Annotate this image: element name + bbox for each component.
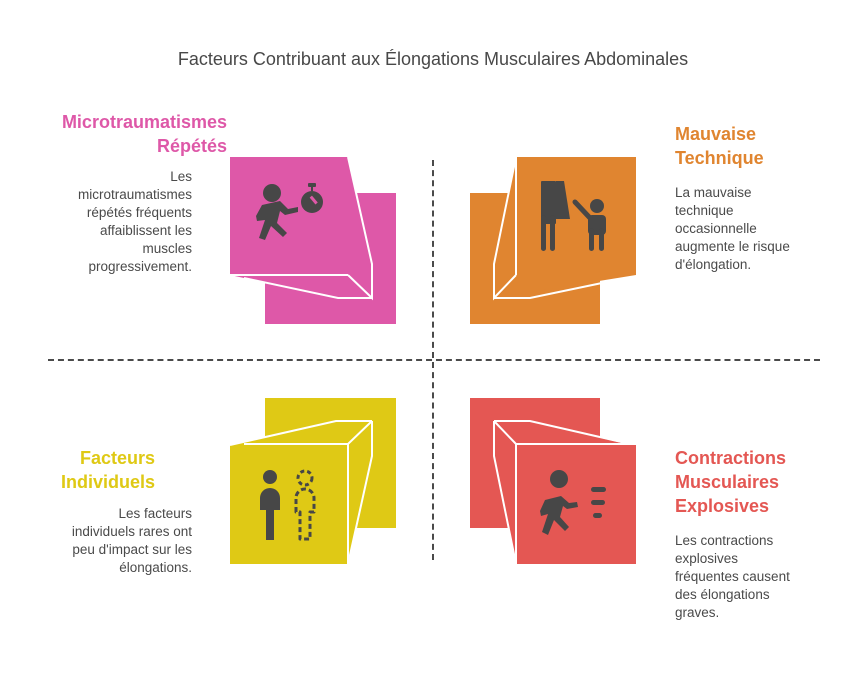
running-person-stopwatch-icon <box>256 183 323 240</box>
desc-line: Les facteurs <box>118 506 192 521</box>
horizontal-divider <box>48 359 820 361</box>
box-facteurs-individuels <box>229 398 396 565</box>
heading-line: Microtraumatismes <box>61 112 227 132</box>
desc-line: affaiblissent les <box>99 223 192 238</box>
desc-line: Les contractions <box>675 533 774 548</box>
desc-microtraumatismes: Les microtraumatismes répétés fréquents … <box>30 168 192 276</box>
desc-line: explosives <box>675 551 739 566</box>
heading-line: Technique <box>675 148 764 168</box>
desc-line: élongations. <box>119 560 192 575</box>
desc-line: technique <box>675 203 734 218</box>
desc-line: d'élongation. <box>675 257 752 272</box>
desc-line: progressivement. <box>88 259 192 274</box>
box-microtraumatismes <box>230 156 396 324</box>
desc-line: graves. <box>675 605 720 620</box>
heading-line: Individuels <box>60 472 155 492</box>
box-contractions-explosives <box>470 398 636 565</box>
desc-line: fréquentes causent <box>675 569 790 584</box>
desc-line: muscles <box>142 241 192 256</box>
running-fast-icon <box>540 470 606 535</box>
desc-facteurs-individuels: Les facteurs individuels rares ont peu d… <box>30 505 192 577</box>
heading-line: Contractions <box>675 448 787 468</box>
desc-mauvaise-technique: La mauvaise technique occasionnelle augm… <box>675 184 845 274</box>
person-outline-icon <box>260 469 316 541</box>
desc-line: occasionnelle <box>675 221 757 236</box>
heading-contractions-explosives: Contractions Musculaires Explosives <box>675 446 845 518</box>
heading-line: Facteurs <box>79 448 155 468</box>
heading-line: Explosives <box>675 496 770 516</box>
diagram-title: Facteurs Contribuant aux Élongations Mus… <box>177 49 689 69</box>
desc-line: des élongations <box>675 587 770 602</box>
box-mauvaise-technique <box>470 156 636 324</box>
heading-microtraumatismes: Microtraumatismes Répétés <box>20 110 227 158</box>
heading-facteurs-individuels: Facteurs Individuels <box>20 446 155 494</box>
desc-line: microtraumatismes <box>77 187 192 202</box>
desc-line: individuels rares ont <box>71 524 192 539</box>
heading-mauvaise-technique: Mauvaise Technique <box>675 122 845 170</box>
desc-line: peu d'impact sur les <box>72 542 192 557</box>
desc-line: répétés fréquents <box>86 205 192 220</box>
heading-line: Répétés <box>156 136 227 156</box>
adult-child-icon <box>541 181 606 251</box>
heading-line: Mauvaise <box>675 124 757 144</box>
desc-contractions-explosives: Les contractions explosives fréquentes c… <box>675 532 845 622</box>
desc-line: augmente le risque <box>675 239 790 254</box>
desc-line: Les <box>170 169 192 184</box>
desc-line: La mauvaise <box>675 185 752 200</box>
heading-line: Musculaires <box>675 472 780 492</box>
